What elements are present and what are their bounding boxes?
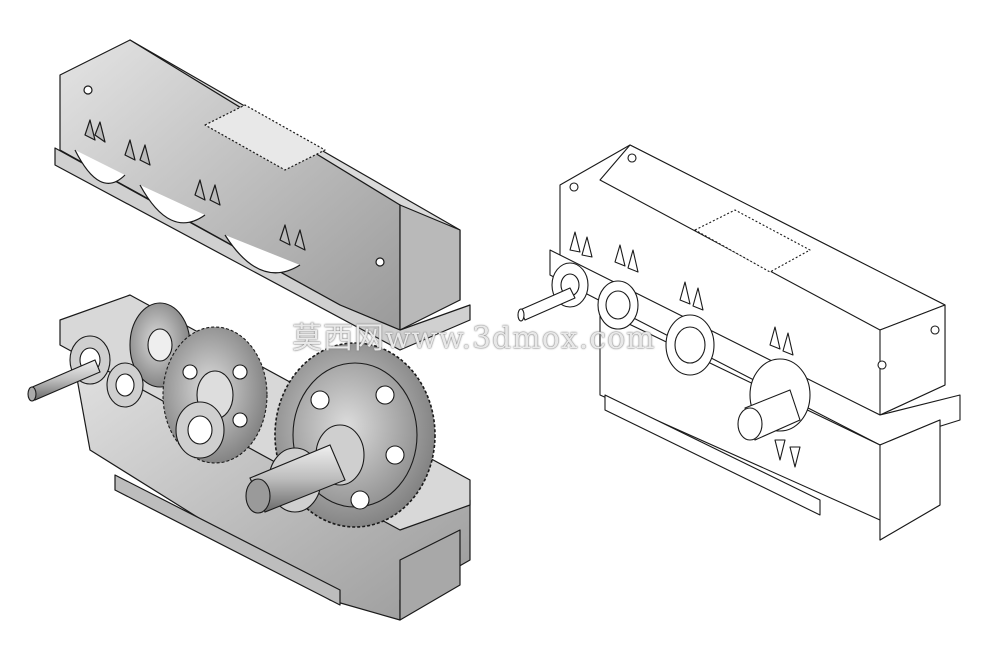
input-shaft <box>27 359 101 402</box>
output-shaft <box>245 444 346 514</box>
upper-housing-cover <box>54 39 471 351</box>
assembled-gearbox-outline <box>517 144 961 541</box>
watermark-text: 莫西网www.3dmox.com <box>292 321 656 356</box>
gear-train <box>27 302 436 528</box>
